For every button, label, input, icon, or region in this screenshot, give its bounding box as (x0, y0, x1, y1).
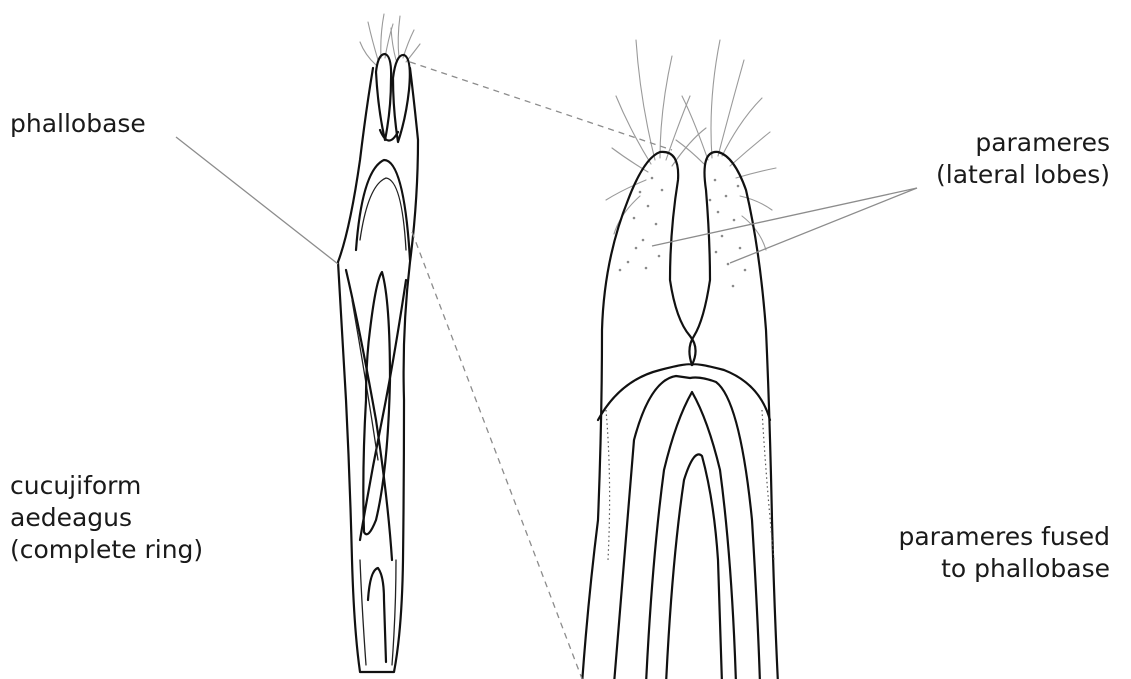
label-cucujiform-aedeagus: cucujiform aedeagus (complete ring) (10, 470, 203, 566)
right-paramere-tip (393, 55, 410, 142)
parameres-leader-left (652, 188, 917, 246)
label-fused-line2: to phallobase (898, 553, 1110, 585)
label-phallobase-text: phallobase (10, 108, 146, 140)
label-parameres-fused: parameres fused to phallobase (898, 521, 1110, 585)
phallobase-leader (176, 137, 338, 264)
zoom-connector-top (410, 62, 672, 150)
label-cucujiform-line2: aedeagus (10, 502, 203, 534)
apical-setae (360, 14, 420, 65)
zoom-connector-bottom (412, 232, 584, 679)
left-paramere (582, 152, 696, 679)
parameres-leader-right (730, 188, 917, 263)
aedeagus-whole-view (338, 14, 420, 672)
aedeagus-outline (338, 68, 418, 672)
label-fused-line1: parameres fused (898, 521, 1110, 553)
stippling (619, 177, 747, 288)
enlarged-setae (606, 40, 776, 250)
label-parameres-line1: parameres (936, 127, 1110, 159)
median-lobe (614, 376, 760, 679)
left-paramere-tip (376, 54, 391, 140)
label-phallobase: phallobase (10, 108, 146, 140)
label-parameres-line2: (lateral lobes) (936, 159, 1110, 191)
phallobase-outline (598, 364, 770, 420)
label-parameres: parameres (lateral lobes) (936, 127, 1110, 191)
label-cucujiform-line1: cucujiform (10, 470, 203, 502)
aedeagus-enlarged-view (582, 40, 778, 679)
left-suture (606, 410, 610, 560)
label-cucujiform-line3: (complete ring) (10, 534, 203, 566)
